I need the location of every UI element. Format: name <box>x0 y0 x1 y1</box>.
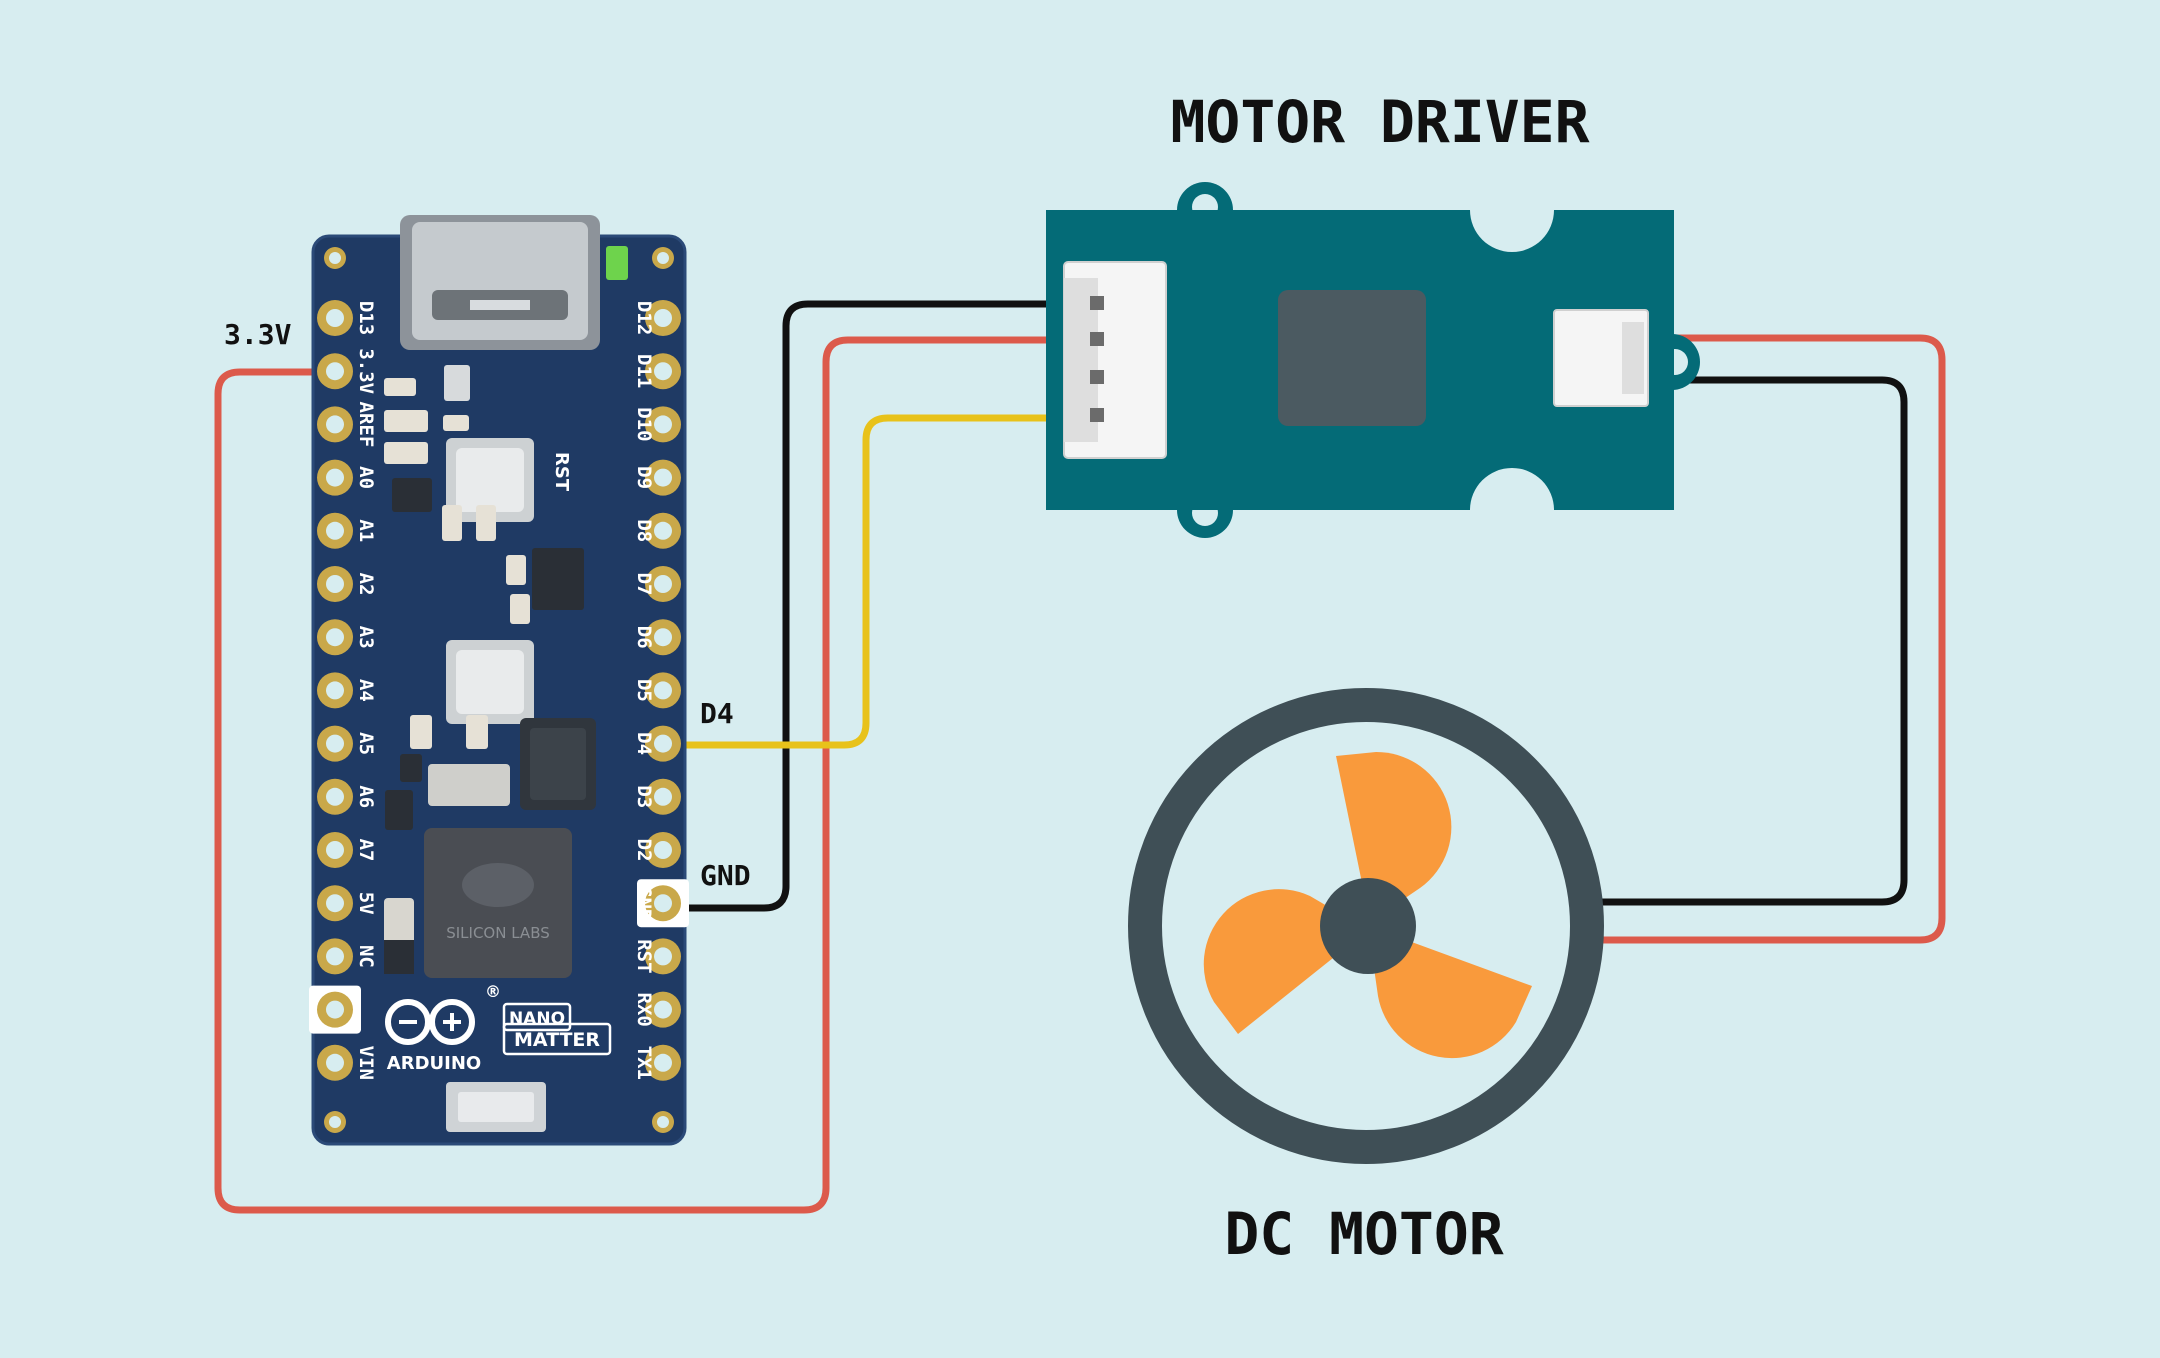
right-pin-label: D5 <box>633 679 655 702</box>
right-pin-label: D4 <box>633 732 655 755</box>
right-pin-8 <box>645 725 681 762</box>
left-pin-label: A1 <box>355 519 377 542</box>
left-pin-5 <box>317 566 353 602</box>
board-components: RST SILICON LABS <box>384 365 596 1132</box>
right-pin-label: D7 <box>633 573 655 596</box>
wires <box>214 300 1946 1214</box>
right-pin-5 <box>645 566 681 602</box>
left-pin-label: NC <box>355 945 377 968</box>
model-name: NANO MATTER <box>502 1002 612 1056</box>
chip-text: SILICON LABS <box>446 924 550 942</box>
right-pin-4 <box>645 512 681 549</box>
label-d4: D4 <box>700 697 734 730</box>
motor-driver-module <box>1046 182 1700 538</box>
left-pin-label: VIN <box>355 1046 377 1080</box>
right-pin-label: GND <box>633 886 655 920</box>
wire-motor-black <box>1598 376 1908 906</box>
left-pin-label: A6 <box>355 785 377 808</box>
right-pin-label: D12 <box>633 301 655 335</box>
left-pin-12 <box>317 938 353 975</box>
user-button[interactable] <box>446 640 534 724</box>
right-pin-label: D9 <box>633 466 655 489</box>
right-pin-13 <box>645 991 681 1028</box>
left-pin-0 <box>317 300 353 336</box>
usb-c-connector <box>400 215 600 350</box>
left-pin-label: A3 <box>355 626 377 649</box>
left-pin-label: A5 <box>355 732 377 755</box>
left-pin-label: 5V <box>355 892 377 915</box>
left-pin-8 <box>317 725 353 762</box>
left-pin-2 <box>317 406 353 443</box>
left-pin-9 <box>317 778 353 815</box>
right-pin-11 <box>637 879 689 928</box>
left-pin-1 <box>317 353 353 390</box>
reset-label: RST <box>551 452 572 492</box>
left-pin-3 <box>317 459 353 496</box>
right-pin-label: RX0 <box>633 992 655 1026</box>
driver-motor-connector <box>1553 309 1649 407</box>
right-pin-12 <box>645 938 681 975</box>
model-line2: MATTER <box>514 1029 600 1051</box>
right-pin-14 <box>645 1044 681 1081</box>
motor-ring <box>1128 688 1604 1164</box>
left-pin-4 <box>317 512 353 549</box>
right-pin-3 <box>645 459 681 496</box>
label-gnd: GND <box>700 859 751 892</box>
right-pin-label: D10 <box>633 407 655 441</box>
dc-motor <box>1128 688 1604 1164</box>
motor-hub <box>1320 878 1416 974</box>
motor-driver-title: MOTOR DRIVER <box>1170 88 1589 156</box>
right-pin-label: RST <box>633 939 655 973</box>
right-pin-7 <box>645 672 681 709</box>
dc-motor-title: DC MOTOR <box>1224 1200 1503 1268</box>
left-pin-11 <box>317 885 353 922</box>
left-pin-label: A0 <box>355 466 377 489</box>
power-led <box>606 246 628 280</box>
driver-chip <box>1278 290 1426 426</box>
right-pin-label: D3 <box>633 785 655 808</box>
label-3v3: 3.3V <box>224 318 292 351</box>
registered-mark: ® <box>485 982 501 1001</box>
left-pin-10 <box>317 832 353 868</box>
left-pin-6 <box>317 619 353 656</box>
right-pin-2 <box>645 406 681 443</box>
brand-text: ARDUINO <box>387 1053 481 1074</box>
wire-gnd-black <box>666 300 1102 912</box>
left-pin-label: A2 <box>355 573 377 596</box>
arduino-logo: ARDUINO ® <box>385 982 501 1074</box>
left-pin-label: A7 <box>355 839 377 862</box>
right-pin-label: D11 <box>633 354 655 388</box>
right-pin-label: D6 <box>633 626 655 649</box>
left-pin-label: 3.3V <box>355 348 377 394</box>
wire-3v3-red <box>214 336 1102 1214</box>
left-pin-7 <box>317 672 353 709</box>
right-pin-0 <box>645 300 681 336</box>
driver-input-connector <box>1063 261 1167 459</box>
wire-motor-red <box>1598 334 1946 944</box>
right-pin-label: TX1 <box>633 1046 655 1080</box>
left-pin-label: D13 <box>355 301 377 335</box>
wire-d4-yellow <box>666 414 1102 749</box>
right-pin-label: D2 <box>633 839 655 862</box>
left-pin-13 <box>309 985 361 1034</box>
left-pin-label: A4 <box>355 679 377 702</box>
right-pin-label: D8 <box>633 519 655 542</box>
reset-button[interactable] <box>446 438 534 522</box>
right-pin-9 <box>645 778 681 815</box>
left-pin-label: AREF <box>355 402 377 448</box>
right-pin-6 <box>645 619 681 656</box>
silicon-labs-chip: SILICON LABS <box>424 828 572 978</box>
model-line1: NANO <box>509 1009 565 1029</box>
left-pin-14 <box>317 1044 353 1081</box>
arduino-nano-matter-board: RST SILICON LABS <box>309 215 689 1146</box>
right-pin-10 <box>645 832 681 868</box>
right-pin-1 <box>645 353 681 390</box>
